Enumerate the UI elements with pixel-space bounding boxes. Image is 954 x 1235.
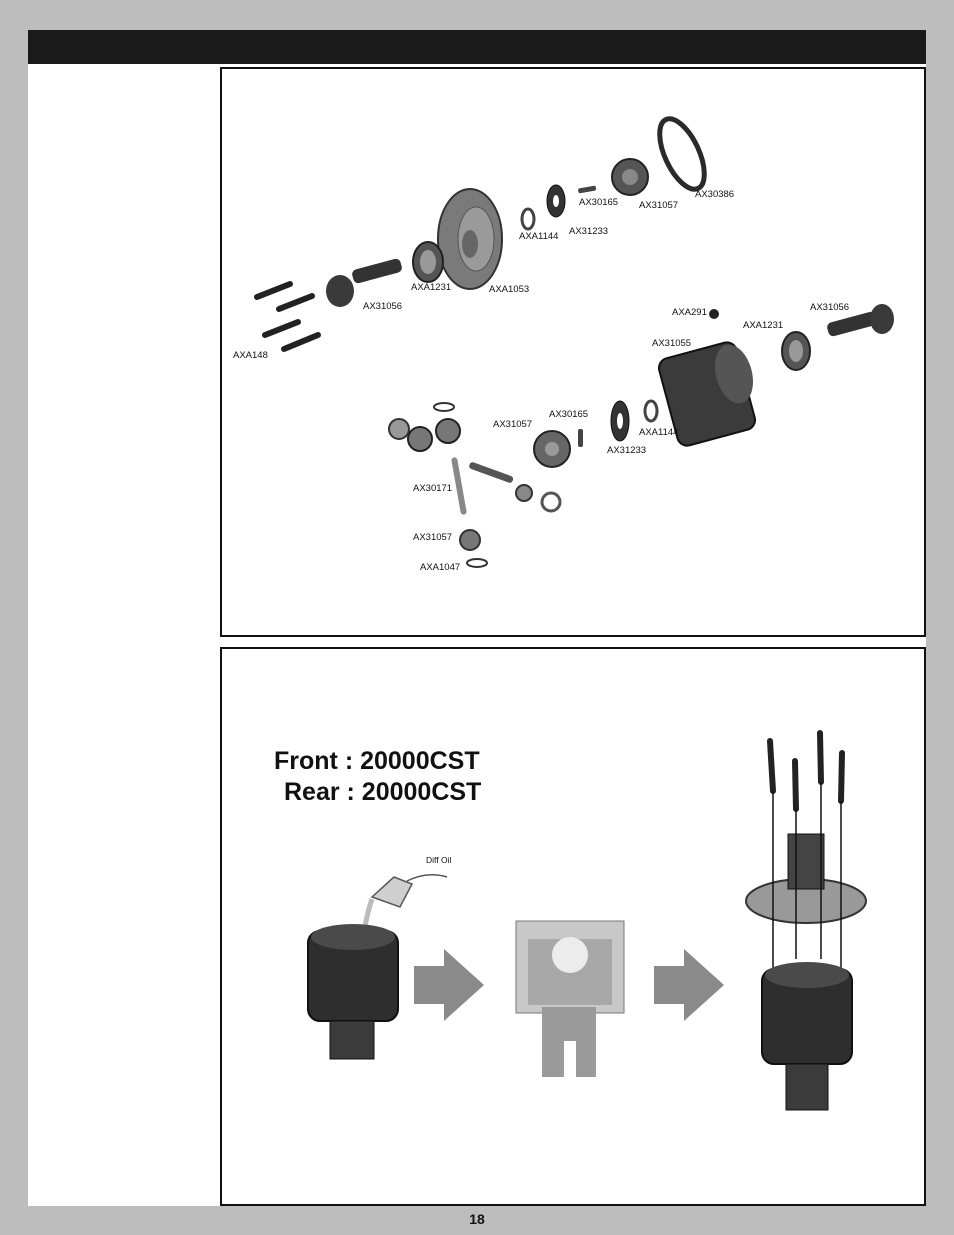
exploded-diagram-illustration bbox=[254, 116, 894, 568]
part-label: AX31055 bbox=[652, 338, 692, 349]
part-label: AX31233 bbox=[607, 445, 647, 456]
manual-page: AX30386 AX30165 AX31057 AXA1144 AX31233 … bbox=[28, 64, 926, 1206]
part-label: AX30165 bbox=[579, 197, 619, 208]
diff-oil-label: Diff Oil bbox=[426, 855, 452, 865]
part-label: AXA1231 bbox=[743, 320, 784, 331]
header-bar bbox=[28, 30, 926, 64]
rear-oil-spec: Rear : 20000CST bbox=[284, 778, 482, 806]
part-label: AX31233 bbox=[569, 226, 609, 237]
oil-fill-illustration bbox=[307, 730, 867, 1111]
part-label: AXA291 bbox=[672, 307, 707, 318]
part-label: AXA148 bbox=[233, 350, 268, 361]
part-label: AX31057 bbox=[639, 200, 679, 211]
part-label: AX30165 bbox=[549, 409, 589, 420]
oil-fill-panel: Front : 20000CST Rear : 20000CST Diff Oi… bbox=[220, 647, 926, 1206]
page-number: 18 bbox=[469, 1211, 485, 1227]
part-label: AXA1144 bbox=[519, 231, 559, 242]
part-label: AX31057 bbox=[493, 419, 533, 430]
part-label: AX31056 bbox=[363, 301, 403, 312]
part-label: AXA1231 bbox=[411, 282, 452, 293]
part-label: AX30386 bbox=[695, 189, 735, 200]
part-label: AXA1047 bbox=[420, 562, 461, 573]
part-label: AX31057 bbox=[413, 532, 453, 543]
front-oil-spec: Front : 20000CST bbox=[274, 747, 480, 775]
part-label: AX30171 bbox=[413, 483, 453, 494]
part-label: AXA1053 bbox=[489, 284, 530, 295]
part-label: AX31056 bbox=[810, 302, 850, 313]
exploded-view-panel: AX30386 AX30165 AX31057 AXA1144 AX31233 … bbox=[220, 67, 926, 637]
part-label: AXA1144 bbox=[639, 427, 679, 438]
